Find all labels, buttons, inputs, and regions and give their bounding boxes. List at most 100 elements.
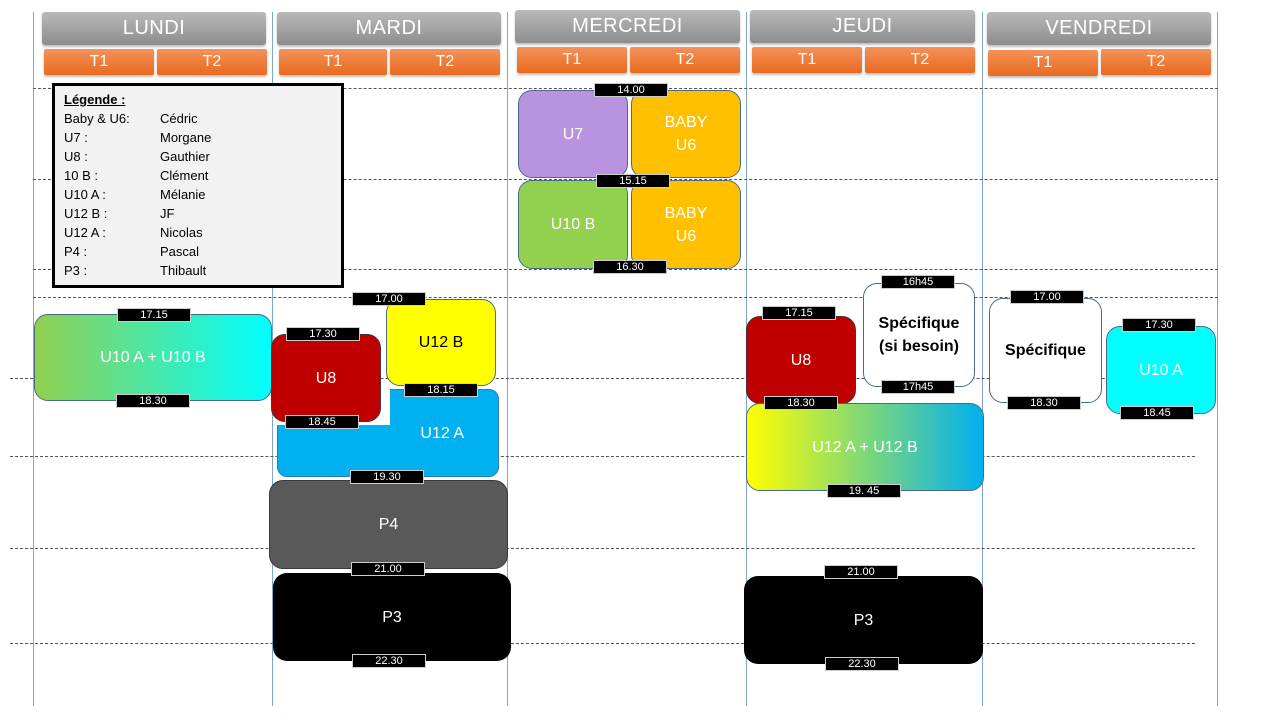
time-label: 17.30 (286, 327, 360, 341)
session-lundi-u10a-u10b: U10 A + U10 B (34, 314, 272, 401)
session-label: P3 (853, 611, 874, 629)
legend-title: Légende : (64, 92, 126, 107)
legend-row: 10 B : Clément (64, 166, 341, 185)
legend-coach: Pascal (160, 244, 200, 259)
day-header-lundi: LUNDI (42, 12, 266, 45)
time-label: 18.30 (764, 396, 838, 410)
slot-header-t2: T2 (157, 49, 267, 75)
day-header-jeudi: JEUDI (750, 10, 975, 43)
legend-coach: Morgane (160, 130, 212, 145)
time-label: 21.00 (824, 565, 898, 579)
slot-header-t2: T2 (865, 47, 975, 73)
time-gridline (10, 643, 1195, 644)
time-label: 16.30 (593, 260, 667, 274)
session-label: U12 A (420, 424, 464, 442)
time-label: 19.30 (350, 470, 424, 484)
slot-header-t2: T2 (1101, 49, 1211, 75)
session-mardi-p4: P4 (269, 480, 508, 569)
session-label: U7 (562, 125, 584, 143)
slot-header-t1: T1 (44, 49, 154, 75)
session-mercredi-baby-u6: BABY U6 (631, 180, 741, 269)
time-label: 17.15 (117, 308, 191, 322)
time-label: 18.45 (285, 415, 359, 429)
column-divider (33, 12, 34, 706)
session-vendredi-u10a: U10 A (1106, 326, 1216, 414)
session-label: P4 (378, 516, 399, 533)
time-gridline (33, 297, 1218, 298)
slot-header-t2: T2 (630, 47, 740, 73)
time-label: 18.30 (116, 394, 190, 408)
session-label: (si besoin) (878, 338, 959, 355)
time-label: 22.30 (352, 654, 426, 668)
legend-team: Baby & U6: (64, 111, 130, 126)
session-label: BABY (664, 114, 708, 131)
session-label: U10 B (550, 216, 596, 233)
column-divider (982, 12, 983, 706)
legend-team: U7 : (64, 130, 88, 145)
legend-team: P4 : (64, 244, 88, 259)
session-vendredi-specifique: Spécifique (989, 298, 1102, 403)
time-gridline (10, 548, 1195, 549)
legend-row: U8 : Gauthier (64, 147, 341, 166)
time-gridline (10, 378, 1195, 379)
time-label: 21.00 (351, 562, 425, 576)
time-label: 17.30 (1122, 318, 1196, 332)
session-mardi-u12b: U12 B (386, 299, 496, 386)
legend-team: U10 A : (64, 187, 106, 202)
session-jeudi-specifique: Spécifique (si besoin) (863, 283, 975, 387)
legend-coach: JF (160, 206, 175, 221)
legend-team: 10 B : (64, 168, 98, 183)
session-jeudi-p3: P3 (744, 576, 983, 664)
time-label: 17h45 (881, 380, 955, 394)
time-label: 18.15 (404, 383, 478, 397)
time-label: 15.15 (596, 174, 670, 188)
legend-row: Baby & U6: Cédric (64, 109, 341, 128)
legend-team: U12 A : (64, 225, 106, 240)
session-mercredi-baby-u6: BABY U6 (631, 90, 741, 178)
legend-row: P3 : Thibault (64, 261, 341, 280)
legend-box: Légende : Baby & U6: Cédric U7 : Morgane U… (52, 83, 344, 288)
legend-coach: Thibault (160, 263, 207, 278)
legend-team: U12 B : (64, 206, 108, 221)
session-jeudi-u8: U8 (746, 316, 856, 404)
time-label: 18.30 (1007, 396, 1081, 410)
session-label: U6 (675, 227, 697, 245)
session-mardi-u8: U8 (271, 334, 381, 422)
slot-header-t2: T2 (390, 49, 500, 75)
day-header-mardi: MARDI (277, 12, 501, 45)
legend-team: U8 : (64, 149, 88, 164)
time-label: 17.00 (1010, 290, 1084, 304)
slot-header-t1: T1 (988, 50, 1098, 76)
time-label: 18.45 (1120, 406, 1194, 420)
session-mercredi-u10b: U10 B (518, 180, 628, 269)
legend-coach: Nicolas (160, 225, 203, 240)
session-label: U8 (315, 369, 337, 387)
session-label: U10 A (1139, 361, 1183, 379)
legend-coach: Cédric (160, 111, 198, 126)
legend-row: U10 A : Mélanie (64, 185, 341, 204)
session-label: P3 (382, 608, 402, 626)
time-label: 14.00 (594, 83, 668, 97)
slot-header-t1: T1 (279, 49, 387, 75)
legend-team: P3 : (64, 263, 88, 278)
session-jeudi-u12a-u12b: U12 A + U12 B (746, 403, 984, 491)
legend-coach: Clément (160, 168, 209, 183)
session-mercredi-u7: U7 (518, 90, 628, 178)
session-label: Spécifique (1005, 342, 1086, 359)
session-label: BABY (664, 204, 708, 222)
legend-coach: Gauthier (160, 149, 210, 164)
legend-row: U7 : Morgane (64, 128, 341, 147)
time-gridline (10, 456, 1195, 457)
column-divider (1217, 12, 1218, 706)
legend-row: P4 : Pascal (64, 242, 341, 261)
legend-coach: Mélanie (160, 187, 206, 202)
time-label: 17.15 (762, 306, 836, 320)
session-label: U12 B (418, 334, 464, 351)
session-label: U12 A + U12 B (812, 438, 918, 456)
slot-header-t1: T1 (752, 47, 862, 73)
session-mardi-p3: P3 (273, 573, 511, 661)
session-label: U6 (675, 137, 697, 154)
time-label: 17.00 (352, 292, 426, 306)
day-header-vendredi: VENDREDI (987, 12, 1211, 45)
legend-row: U12 B : JF (64, 204, 341, 223)
